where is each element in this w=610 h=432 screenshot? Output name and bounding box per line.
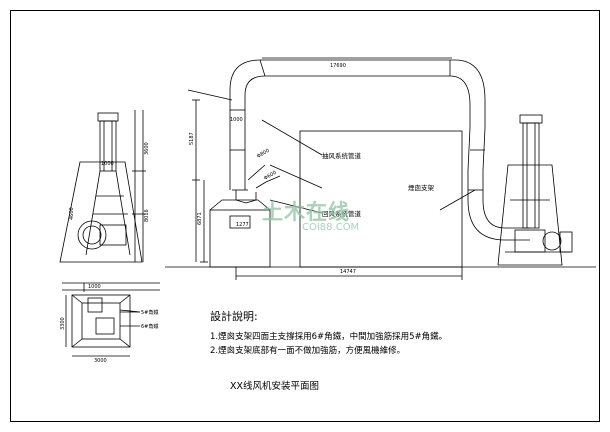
note-item-2: 2.煙囪支架底部有一面不做加強筋，方便風機維修。	[210, 346, 406, 356]
dim-side-3600: 3600	[144, 142, 150, 155]
note-item-1: 1.煙囪支架四面主支撐採用6#角鐵，中間加強筋採用5#角鐵。	[210, 332, 448, 342]
label-exhaust-pipe: 抽风系统管道	[322, 151, 362, 160]
dim-plan-3300: 3300	[60, 317, 66, 330]
dim-left-height: 5187	[189, 132, 195, 145]
dim-side-1000: 1000	[101, 161, 114, 167]
watermark: 土木在线 COI88.COM	[262, 196, 359, 233]
label-return-pipe: 回风系统管道	[322, 209, 362, 218]
watermark-main: 土木在线	[262, 200, 350, 224]
dim-pipe-600: Φ600	[263, 170, 278, 182]
dim-side-8016: 8016	[144, 209, 150, 222]
left-plan-view	[62, 282, 160, 357]
watermark-sub: COI88.COM	[302, 222, 360, 233]
dim-plan-1000: 1000	[88, 284, 101, 290]
annotations: 17690 14747 1000 Φ800 Φ600 1277 5187 687…	[60, 63, 435, 364]
dim-top-span: 17690	[330, 63, 346, 69]
dim-mid-height: 6871	[197, 212, 203, 225]
dim-side-4600: 4600	[69, 207, 75, 220]
right-chimney	[497, 114, 573, 266]
main-elevation	[165, 89, 596, 280]
label-angle-5: 5#角鐵	[141, 309, 158, 316]
label-chimney-support: 煙囱支架	[408, 183, 435, 192]
drawing-frame	[10, 10, 600, 422]
label-angle-6: 6#角鐵	[141, 323, 158, 330]
dim-pipe-1000: 1000	[230, 117, 243, 123]
leader-lines	[120, 119, 476, 313]
exhaust-duct	[229, 57, 530, 241]
drawing-title: XX线风机安装平面图	[230, 381, 320, 392]
dim-pipe-800: Φ800	[256, 148, 271, 160]
dim-box-1277: 1277	[236, 222, 249, 228]
left-side-elevation	[59, 110, 146, 263]
dim-plan-3000: 3000	[94, 358, 107, 364]
notes-title: 設計說明:	[210, 310, 258, 323]
dim-bottom-span: 14747	[340, 269, 356, 275]
